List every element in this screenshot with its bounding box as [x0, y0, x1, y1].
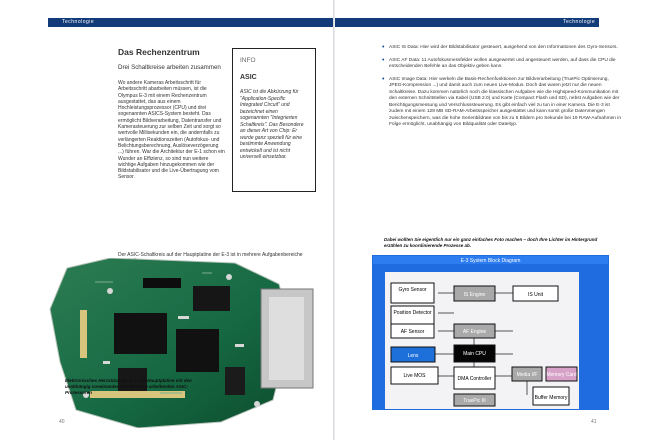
info-title: ASIC [240, 74, 257, 81]
board-caption: Elektronisches Herzstück der E-3: Die Ha… [65, 378, 192, 395]
header-bar [48, 18, 333, 27]
diagram-block-label: Lens [408, 353, 419, 359]
diagram-title: E-3 System Block Diagram [461, 258, 521, 264]
info-box: INFO ASIC ASIC ist die Abkürzung für "Ap… [232, 48, 316, 192]
diagram-block-label: Main CPU [463, 351, 486, 357]
diagram-block-label: Live MOS [404, 373, 427, 379]
bullet-list: • ASIC IS Data: Hier wird der Bildstabil… [382, 44, 624, 135]
bullet-item: • ASIC Image Data: Hier werkeln die Basi… [382, 75, 624, 129]
header-label: Technologie [58, 18, 99, 27]
header-bar [335, 18, 591, 27]
mainboard-image [49, 258, 314, 428]
page-gutter [333, 0, 335, 440]
bullet-text: ASIC Image Data: Hier werkeln die Basis-… [389, 76, 621, 128]
diagram-block-label: IS Unit [528, 292, 544, 298]
bullet-marker-icon: • [382, 75, 385, 83]
diagram-block-label: Memory Card [546, 372, 577, 378]
diagram-block-label: DMA Controller [458, 376, 492, 382]
section-subtitle: Drei Schaltkreise arbeiten zusammen [118, 64, 221, 71]
system-block-diagram: E-3 System Block Diagram Gyro Sensor Pos… [372, 255, 609, 410]
diagram-block-label: TruePic III [463, 398, 486, 404]
diagram-block-label: Buffer Memory [535, 395, 568, 401]
bullet-marker-icon: • [382, 44, 385, 51]
paragraph: Wo andere Kameras Arbeitsschritt für Arb… [118, 80, 225, 181]
header-label: Technologie [559, 18, 600, 27]
diagram-block-label: IS Engine [464, 292, 486, 298]
diagram-block-label: AF Sensor [401, 329, 425, 335]
diagram-block-label: Gyro Sensor [398, 287, 426, 293]
right-page: Technologie • ASIC IS Data: Hier wird de… [335, 0, 668, 440]
diagram-caption: Dabei wollten Sie eigentlich nur ein gan… [384, 237, 598, 248]
bullet-item: • ASIC IS Data: Hier wird der Bildstabil… [382, 44, 624, 52]
bullet-text: ASIC AF Data: 11 Autofokusmessfelder wol… [389, 57, 616, 70]
bullet-marker-icon: • [382, 56, 385, 64]
page-number: 40 [59, 419, 65, 425]
diagram-block-label: Media I/F [517, 372, 538, 378]
left-page: Technologie Das Rechenzentrum Drei Schal… [0, 0, 333, 440]
bullet-text: ASIC IS Data: Hier wird der Bildstabilis… [389, 45, 618, 50]
diagram-block-label: Position Detector [393, 310, 431, 316]
info-label: INFO [240, 57, 256, 64]
body-paragraph: Wo andere Kameras Arbeitsschritt für Arb… [118, 80, 225, 240]
bullet-item: • ASIC AF Data: 11 Autofokusmessfelder w… [382, 56, 624, 71]
page-number: 41 [591, 419, 597, 425]
section-title: Das Rechenzentrum [118, 47, 200, 57]
info-text: ASIC ist die Abkürzung für "Application-… [240, 89, 304, 160]
diagram-block-label: AF Engine [463, 329, 487, 335]
